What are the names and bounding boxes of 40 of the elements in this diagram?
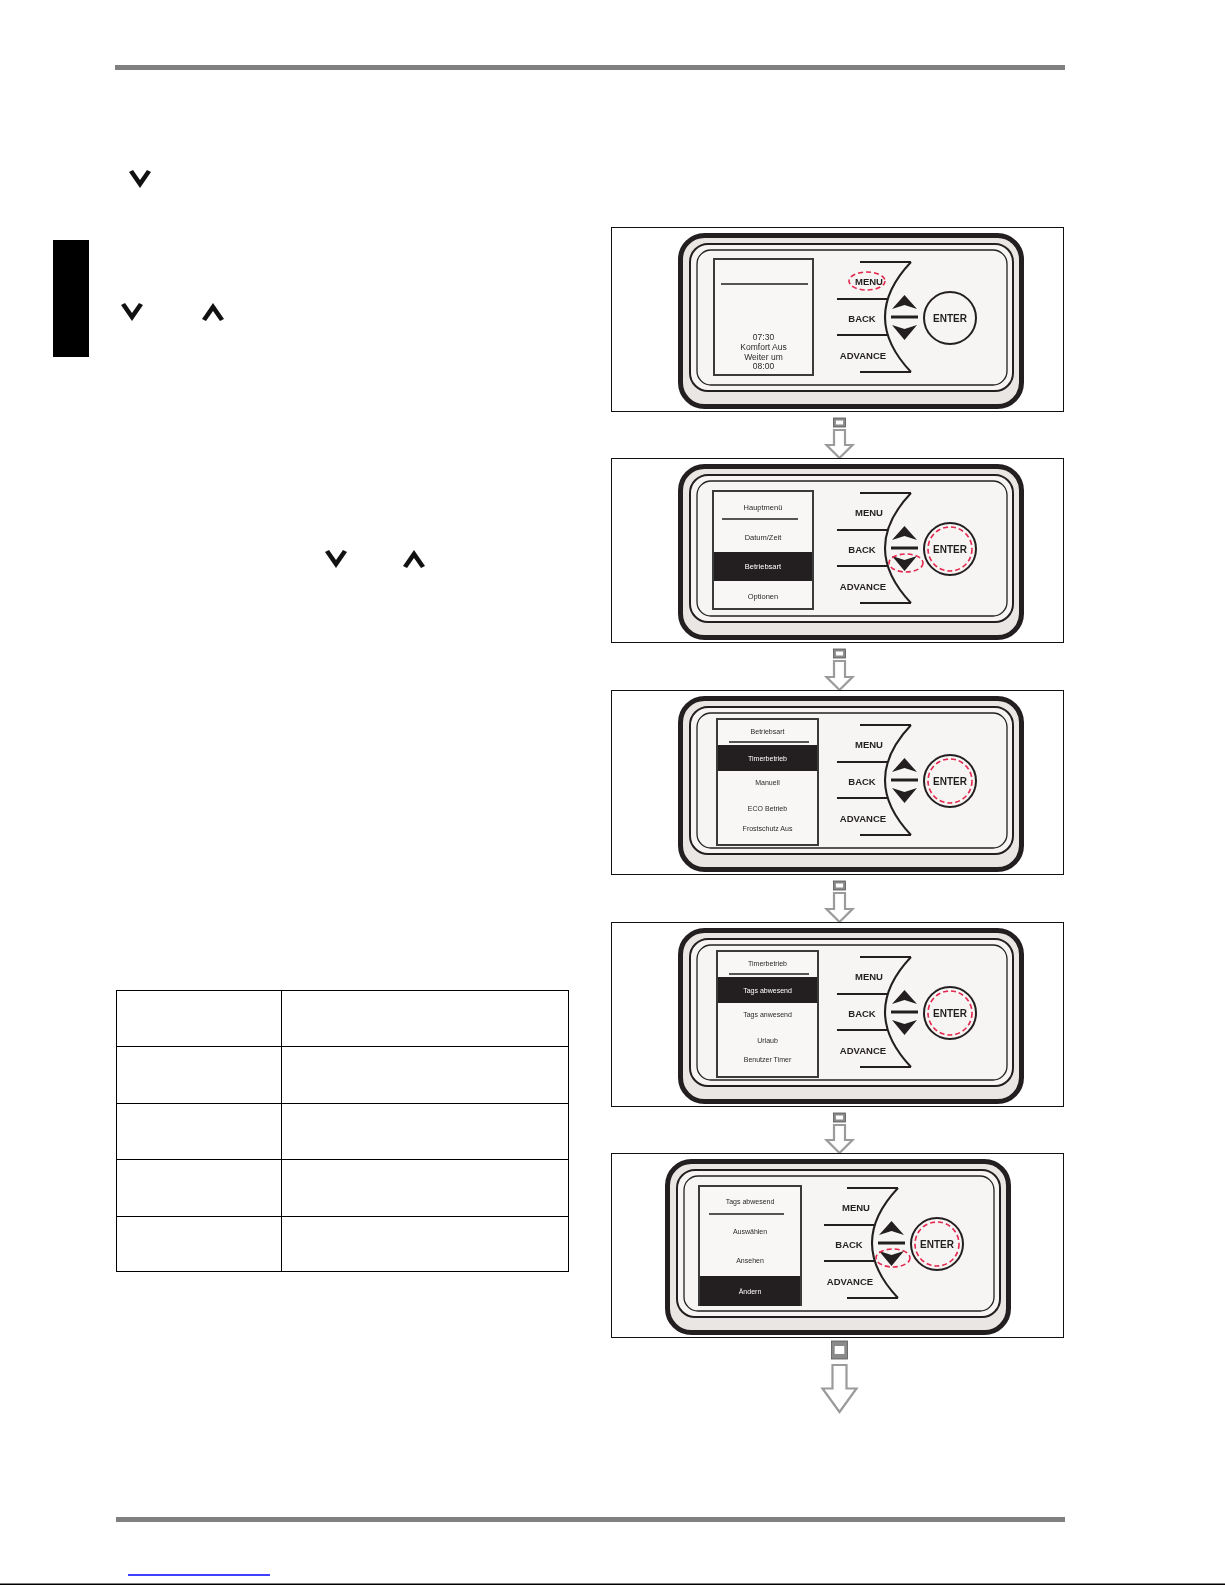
hollow-arrow	[823, 659, 856, 692]
enter-key: ENTER	[923, 754, 977, 808]
key-label: ADVANCE	[839, 580, 887, 592]
hollow-arrow	[823, 891, 856, 924]
hollow-arrow	[823, 428, 856, 460]
key-label: BACK	[848, 312, 876, 324]
display-screen	[713, 258, 814, 376]
hollow-arrow	[823, 1123, 856, 1155]
key-label: BACK	[848, 543, 876, 555]
key-label: ADVANCE	[839, 1044, 887, 1056]
panel-frame	[611, 1153, 1064, 1338]
status-text: Komfort Aus	[740, 341, 787, 353]
display-screen	[716, 718, 819, 846]
key-label: ADVANCE	[839, 349, 887, 361]
key-label: BACK	[848, 1007, 876, 1019]
key-label: ADVANCE	[839, 812, 887, 824]
section-tab	[53, 240, 89, 357]
key-label: MENU	[855, 506, 883, 518]
panel-frame	[611, 922, 1064, 1107]
display-screen	[698, 1185, 802, 1306]
enter-key: ENTER	[923, 291, 977, 345]
key-label: MENU	[855, 275, 883, 287]
display-screen	[716, 950, 819, 1078]
panel-frame	[611, 227, 1064, 412]
enter-key: ENTER	[910, 1217, 964, 1271]
panel-frame	[611, 458, 1064, 643]
key-label: MENU	[842, 1201, 870, 1213]
key-label: MENU	[855, 970, 883, 982]
key-label: ADVANCE	[826, 1275, 874, 1287]
enter-key: ENTER	[923, 986, 977, 1040]
key-label: MENU	[855, 738, 883, 750]
hollow-arrow	[820, 1363, 859, 1414]
display-screen	[712, 490, 814, 610]
status-text: Weiter um	[744, 351, 783, 363]
enter-key: ENTER	[923, 522, 977, 576]
status-text: 07:30	[752, 331, 775, 343]
key-label: BACK	[835, 1238, 863, 1250]
status-text: 08:00	[752, 360, 775, 372]
panel-frame	[611, 690, 1064, 875]
key-label: BACK	[848, 775, 876, 787]
